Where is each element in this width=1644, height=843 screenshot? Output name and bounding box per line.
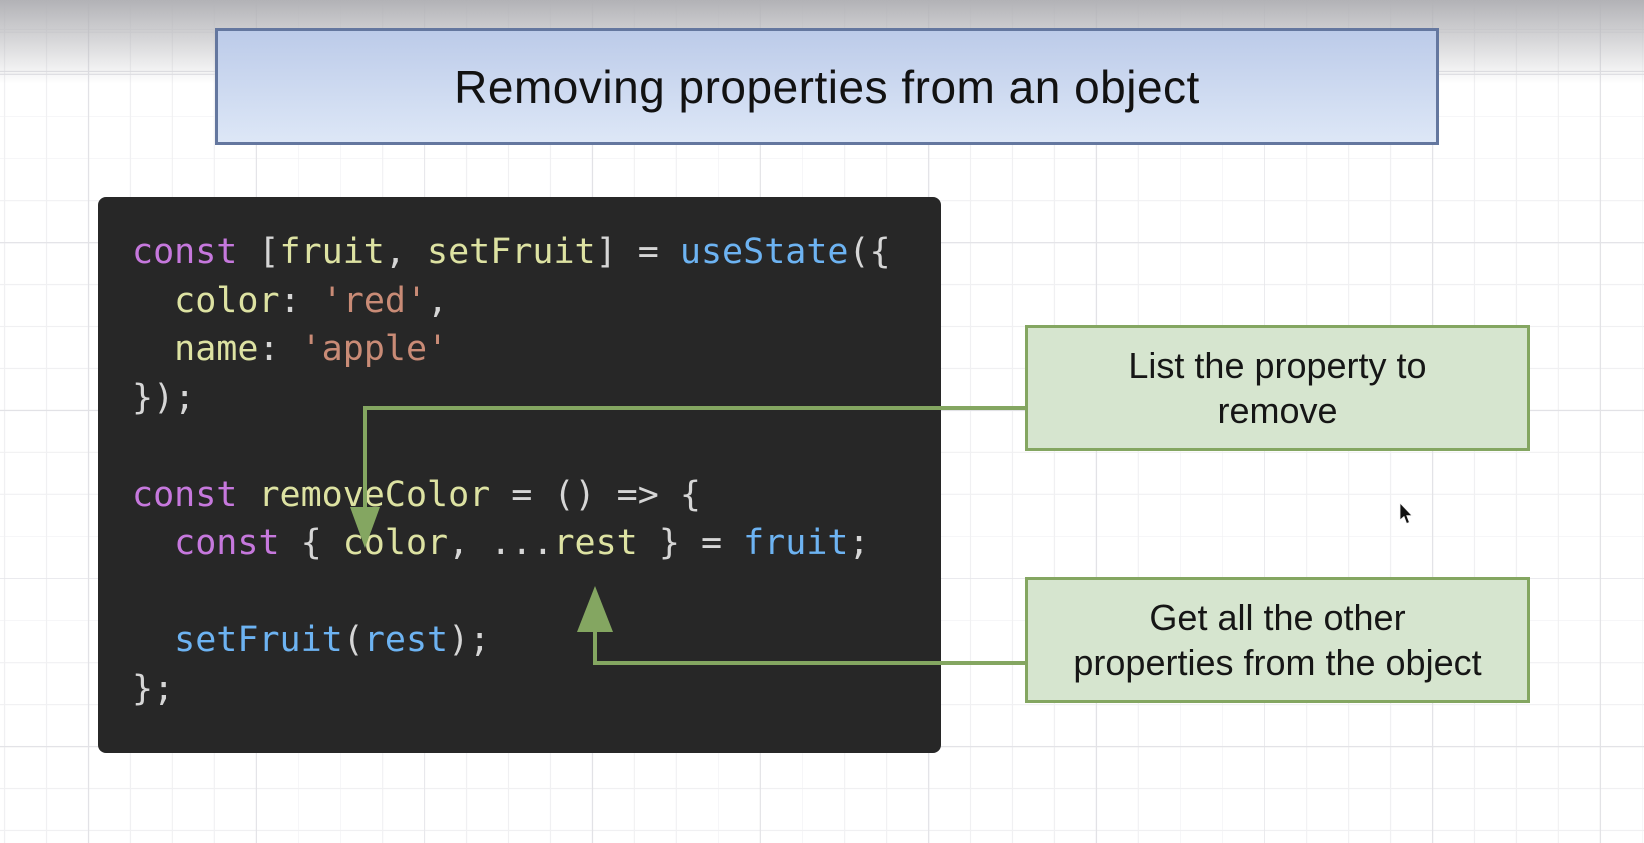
code-line: setFruit(rest); — [174, 620, 491, 660]
mouse-cursor — [1399, 503, 1413, 525]
annotation-list-property-to-remove[interactable]: List the property to remove — [1025, 325, 1530, 451]
code-line: name: 'apple' — [174, 329, 449, 369]
code-line: const [fruit, setFruit] = useState({ — [132, 232, 891, 272]
code-line: const { color, ...rest } = fruit; — [174, 523, 870, 563]
annotation-text-line: properties from the object — [1073, 642, 1482, 683]
code-line — [132, 422, 941, 471]
code-line: }; — [132, 668, 175, 709]
annotation-text-line: remove — [1217, 390, 1338, 431]
annotation-get-other-properties[interactable]: Get all the other properties from the ob… — [1025, 577, 1530, 703]
code-line: }); — [132, 377, 196, 418]
title-box-shape[interactable]: Removing properties from an object — [215, 28, 1439, 145]
code-line: color: 'red', — [174, 280, 449, 321]
page-title: Removing properties from an object — [454, 60, 1200, 113]
annotation-text-line: List the property to — [1128, 345, 1427, 386]
annotation-text-line: Get all the other — [1149, 597, 1406, 638]
code-lines: const [fruit, setFruit] = useState({ col… — [132, 228, 941, 713]
code-block-shape[interactable]: const [fruit, setFruit] = useState({ col… — [98, 197, 941, 753]
code-line — [132, 568, 941, 617]
code-line: const removeColor = () => { — [132, 474, 701, 515]
